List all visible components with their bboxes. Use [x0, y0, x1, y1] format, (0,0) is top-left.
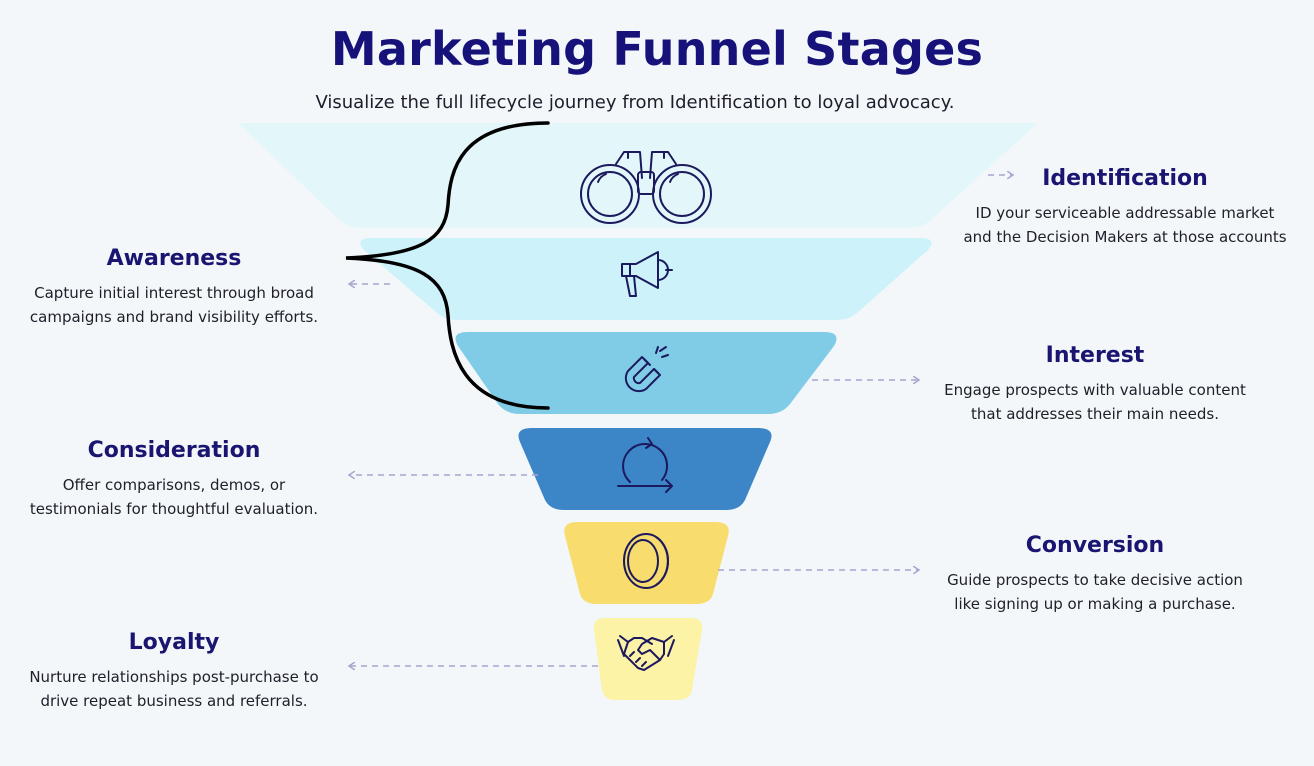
awareness-group-brace	[345, 121, 550, 410]
binoculars-icon	[580, 151, 712, 224]
stage-consideration: Consideration Offer comparisons, demos, …	[14, 438, 334, 521]
stage-conversion: Conversion Guide prospects to take decis…	[930, 533, 1260, 616]
stage-title: Interest	[1045, 343, 1145, 368]
cycle-arrow-icon	[617, 437, 673, 493]
stage-description: Nurture relationships post-purchase to d…	[29, 668, 319, 710]
stage-description: Offer comparisons, demos, or testimonial…	[29, 476, 319, 518]
stage-description: Capture initial interest through broad c…	[29, 284, 319, 326]
stage-title: Conversion	[1025, 533, 1165, 558]
funnel-layer-loyalty	[593, 618, 703, 700]
stage-title: Loyalty	[128, 630, 220, 655]
page-subtitle: Visualize the full lifecycle journey fro…	[315, 92, 955, 113]
funnel-layer-interest	[455, 332, 837, 414]
stage-title: Identification	[1042, 166, 1208, 191]
stage-title: Awareness	[106, 246, 242, 271]
stage-interest: Interest Engage prospects with valuable …	[930, 343, 1260, 426]
handshake-icon	[617, 635, 675, 671]
stage-identification: Identification ID your serviceable addre…	[960, 166, 1290, 249]
page-title: Marketing Funnel Stages	[330, 22, 984, 76]
stage-description: Engage prospects with valuable content t…	[944, 381, 1246, 423]
stage-loyalty: Loyalty Nurture relationships post-purch…	[14, 630, 334, 713]
funnel-layer-awareness	[360, 238, 932, 320]
magnet-icon	[624, 346, 669, 393]
coin-icon	[623, 533, 669, 589]
stage-awareness: Awareness Capture initial interest throu…	[14, 246, 334, 329]
funnel-layer-consideration	[518, 428, 772, 510]
stage-description: ID your serviceable addressable market a…	[963, 204, 1287, 246]
megaphone-icon	[621, 251, 673, 297]
stage-title: Consideration	[87, 438, 261, 463]
stage-description: Guide prospects to take decisive action …	[947, 571, 1243, 613]
funnel-layer-conversion	[564, 522, 729, 604]
